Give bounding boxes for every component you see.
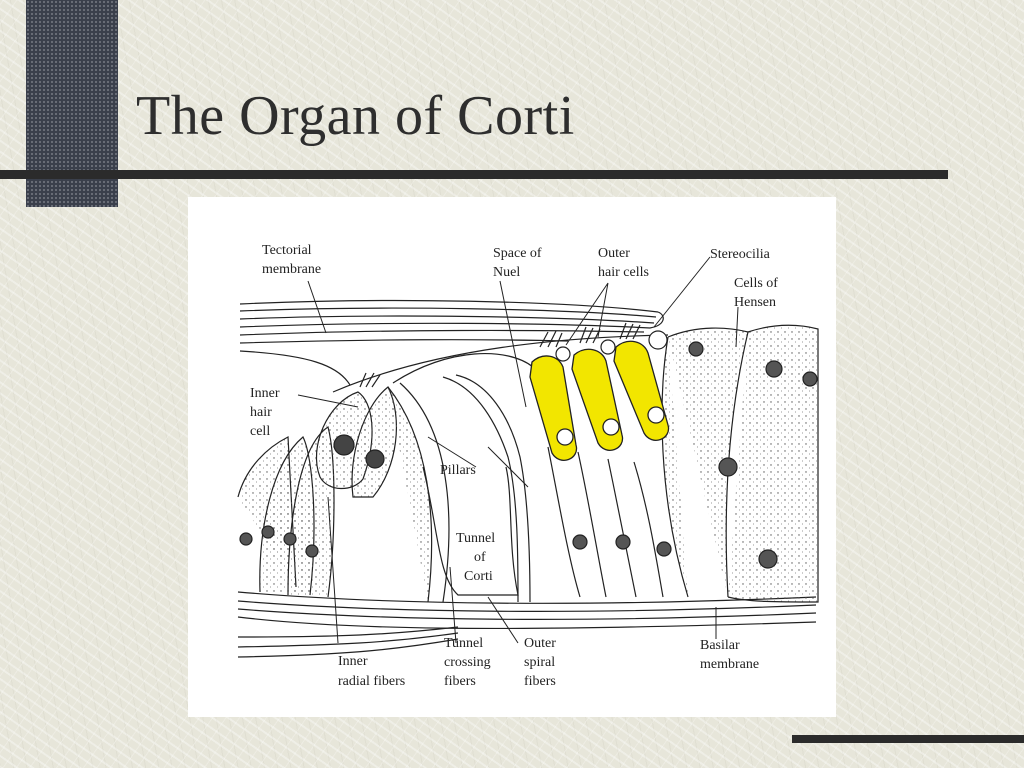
label-inner-radial-fibers: Inner radial fibers <box>338 654 405 689</box>
title-rule <box>0 170 948 179</box>
label-space-of-nuel: Space of Nuel <box>493 246 545 280</box>
outer-hair-cell-2-nucleus <box>602 418 620 436</box>
label-stereocilia: Stereocilia <box>710 247 771 262</box>
label-basilar-membrane: Basilar membrane <box>700 638 759 672</box>
label-outer-spiral-fibers: Outer spiral fibers <box>524 636 559 689</box>
outer-hair-cells <box>529 340 670 461</box>
label-tunnel-crossing-fibers: Tunnel crossing fibers <box>444 636 494 689</box>
label-cells-of-hensen: Cells of Hensen <box>734 276 781 310</box>
label-outer-hair-cells: Outer hair cells <box>598 246 649 280</box>
slide-title: The Organ of Corti <box>136 85 575 147</box>
label-inner-hair-cell: Inner hair cell <box>250 386 283 439</box>
label-tectorial-membrane: Tectorial membrane <box>262 243 321 277</box>
footer-rule <box>792 735 1024 743</box>
outer-hair-cell-1 <box>529 355 578 461</box>
outer-hair-cell-1-nucleus <box>556 428 574 446</box>
diagram-structures <box>237 299 819 658</box>
leader-lines <box>297 256 739 644</box>
outer-hair-cell-3 <box>613 340 670 441</box>
diagram-labels: Tectorial membrane Space of Nuel Outer h… <box>250 243 781 689</box>
organ-of-corti-diagram: Tectorial membrane Space of Nuel Outer h… <box>188 197 836 717</box>
label-tunnel-of-corti: Tunnel of Corti <box>456 531 499 584</box>
tectorial-membrane <box>239 299 664 386</box>
label-pillars: Pillars <box>440 463 476 478</box>
outer-hair-cell-3-nucleus <box>647 406 665 424</box>
